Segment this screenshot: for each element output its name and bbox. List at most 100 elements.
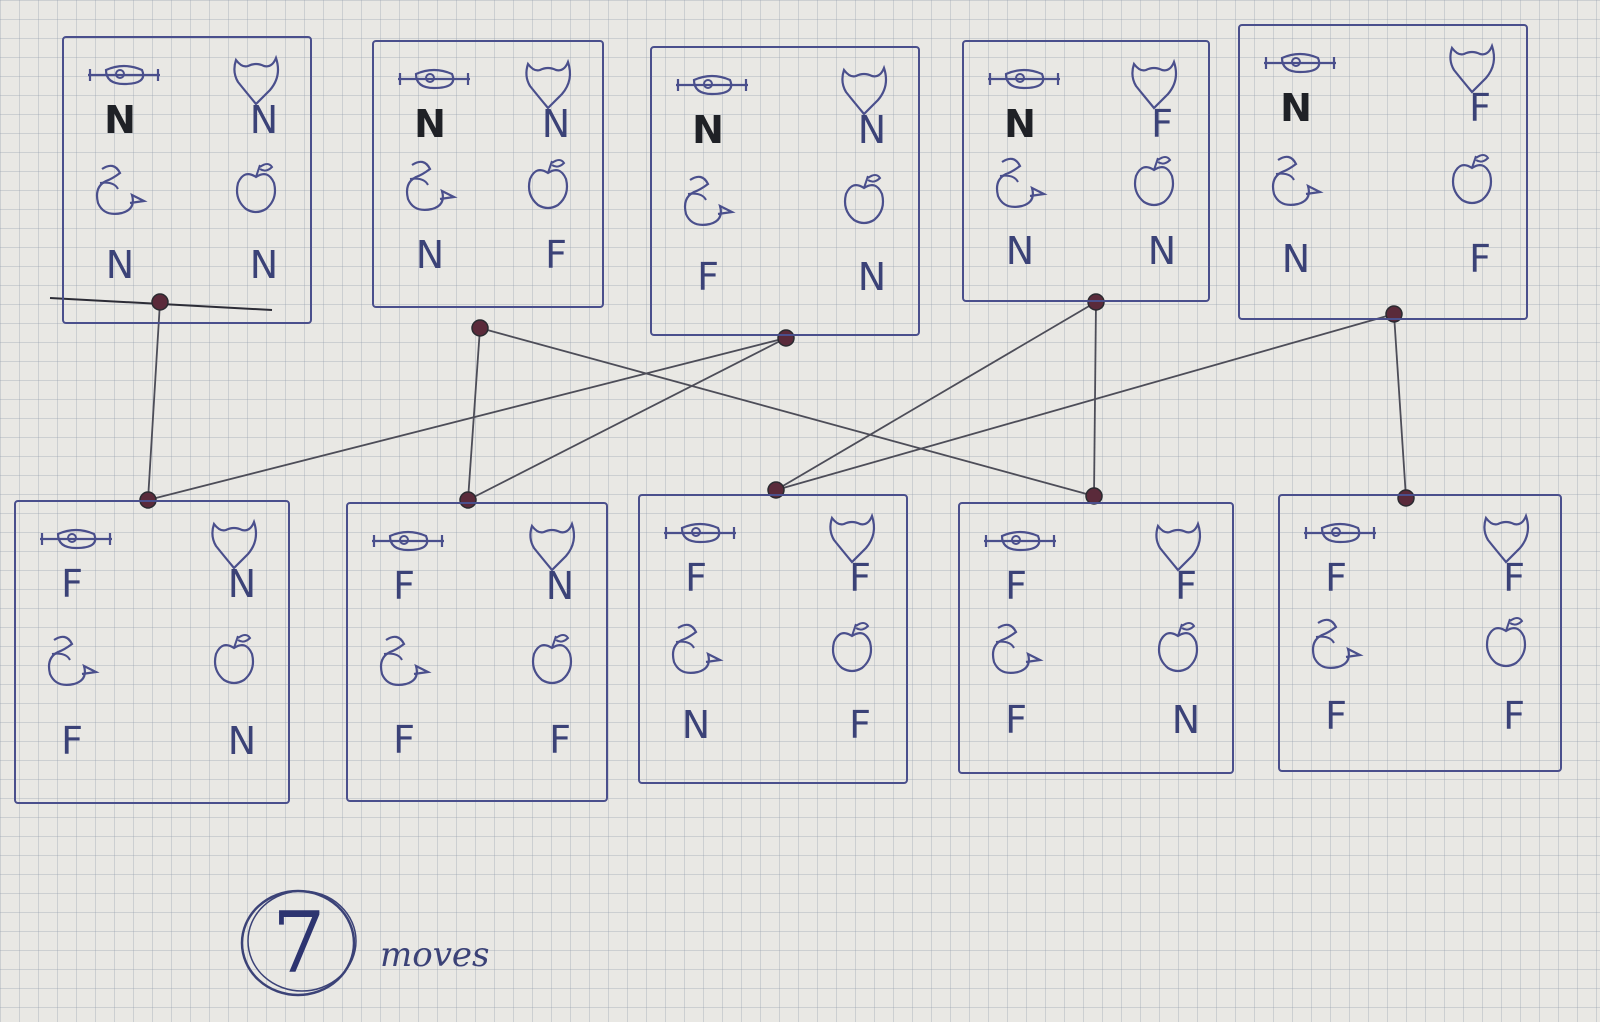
farmer-icon [980, 524, 1060, 563]
wolf-icon [520, 56, 576, 117]
wolf-side: F [1469, 86, 1491, 130]
goose-side: F [1005, 698, 1027, 742]
goose-icon [984, 152, 1048, 221]
edge-2 [479, 327, 1095, 497]
farmer-icon [672, 68, 752, 107]
grain-side: N [1147, 229, 1177, 273]
number-circle-icon [240, 889, 357, 997]
apple-icon [1150, 618, 1206, 683]
wolf-icon [836, 62, 892, 123]
state-box-top-3: N F N N [962, 40, 1210, 302]
goose-icon [84, 159, 148, 228]
wolf-side: N [541, 102, 571, 146]
node-top-0 [151, 293, 169, 311]
grain-side: F [1469, 237, 1491, 281]
grain-side: F [549, 718, 571, 762]
grain-side: N [1171, 698, 1201, 742]
goose-icon [1260, 150, 1324, 219]
wolf-icon [1478, 510, 1534, 571]
state-box-top-2: N N F N [650, 46, 920, 336]
apple-icon [836, 170, 892, 235]
wolf-side: N [249, 98, 279, 142]
edge-4 [467, 337, 787, 501]
wolf-icon [1126, 56, 1182, 117]
farmer-side: N [414, 102, 446, 146]
goose-icon [660, 618, 724, 687]
edges-layer [49, 297, 1407, 501]
moves-count: 7 [272, 894, 326, 992]
node-bottom-1 [459, 491, 477, 509]
apple-icon [206, 630, 262, 695]
node-bottom-3 [1085, 487, 1103, 505]
goose-side: F [393, 718, 415, 762]
wolf-side: F [1175, 564, 1197, 608]
apple-icon [228, 159, 284, 224]
grain-side: N [249, 243, 279, 287]
farmer-icon [1300, 516, 1380, 555]
state-box-top-1: N N N F [372, 40, 604, 308]
farmer-side: F [1005, 564, 1027, 608]
grain-side: F [545, 233, 567, 277]
goose-icon [672, 170, 736, 239]
farmer-icon [1260, 46, 1340, 85]
apple-icon [1444, 150, 1500, 215]
moves-label: moves [380, 935, 490, 975]
goose-icon [394, 155, 458, 224]
farmer-side: F [685, 556, 707, 600]
wolf-icon [824, 510, 880, 571]
grain-side: F [849, 703, 871, 747]
edge-3 [147, 337, 787, 501]
wolf-side: F [1151, 102, 1173, 146]
edge-0 [147, 301, 161, 501]
wolf-side: N [227, 562, 257, 606]
apple-icon [524, 630, 580, 695]
farmer-side: N [1280, 86, 1312, 130]
goose-side: N [1281, 237, 1311, 281]
state-box-bottom-2: F F N F [638, 494, 908, 784]
state-box-top-4: N F N F [1238, 24, 1528, 320]
state-box-bottom-0: F N F N [14, 500, 290, 804]
goose-icon [36, 630, 100, 699]
state-box-bottom-3: F F F N [958, 502, 1234, 774]
goose-icon [980, 618, 1044, 687]
goose-side: F [697, 255, 719, 299]
farmer-side: F [1325, 556, 1347, 600]
node-top-1 [471, 319, 489, 337]
grain-side: N [227, 719, 257, 763]
farmer-icon [984, 62, 1064, 101]
farmer-side: F [61, 562, 83, 606]
wolf-side: F [849, 556, 871, 600]
farmer-side: N [1004, 102, 1036, 146]
goose-side: N [681, 703, 711, 747]
wolf-icon [228, 52, 284, 113]
farmer-side: N [104, 98, 136, 142]
wolf-icon [1150, 518, 1206, 579]
wolf-side: F [1503, 556, 1525, 600]
grain-side: N [857, 255, 887, 299]
farmer-icon [84, 58, 164, 97]
apple-icon [1478, 613, 1534, 678]
edge-7 [775, 313, 1395, 491]
farmer-icon [36, 522, 116, 561]
edge-5 [775, 301, 1097, 491]
wolf-side: N [857, 108, 887, 152]
edge-8 [1393, 313, 1407, 499]
apple-icon [824, 618, 880, 683]
node-top-3 [1087, 293, 1105, 311]
farmer-side: F [393, 564, 415, 608]
farmer-icon [394, 62, 474, 101]
goose-side: N [415, 233, 445, 277]
farmer-side: N [692, 108, 724, 152]
goose-icon [1300, 613, 1364, 682]
wolf-icon [206, 516, 262, 577]
goose-side: N [1005, 229, 1035, 273]
goose-icon [368, 630, 432, 699]
wolf-icon [524, 518, 580, 579]
goose-side: F [61, 719, 83, 763]
apple-icon [520, 155, 576, 220]
farmer-icon [368, 524, 448, 563]
apple-icon [1126, 152, 1182, 217]
